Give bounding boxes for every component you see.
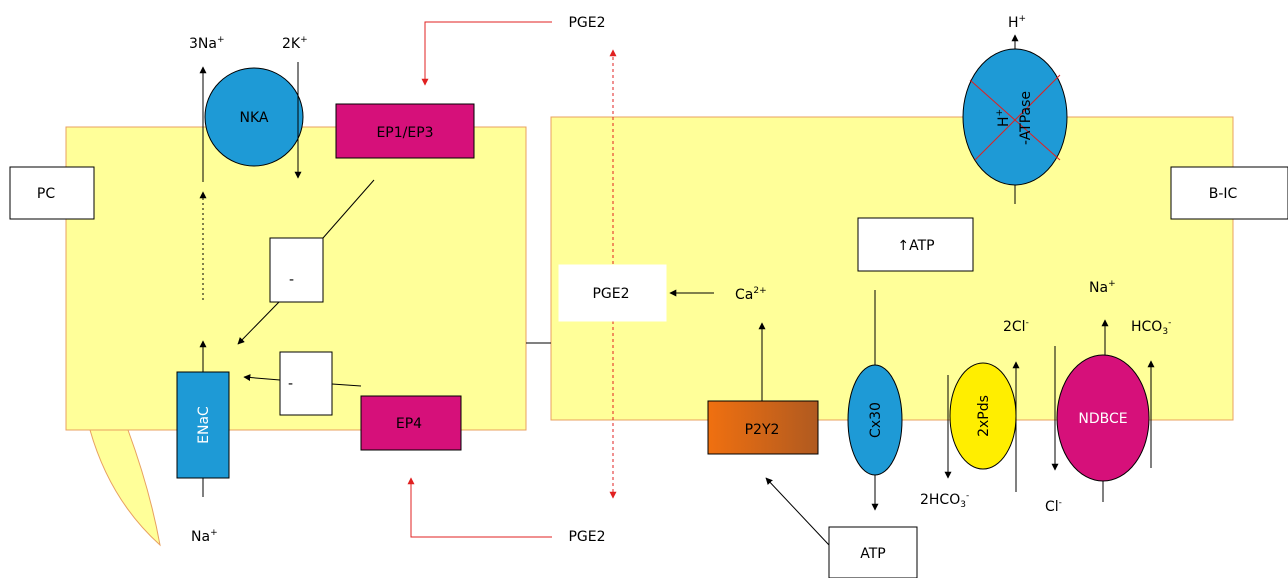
minus-label-1: - [289, 272, 294, 288]
h-out-label: H+ [1008, 14, 1026, 31]
atp-bottom-label: ATP [860, 546, 885, 562]
cx30-label: Cx30 [868, 402, 884, 438]
pge2-box-label: PGE2 [592, 286, 629, 302]
pge2-bottom-arrow [411, 478, 552, 537]
p2y2-label: P2Y2 [745, 422, 780, 438]
pge2-top-arrow [425, 22, 552, 85]
minus-label-2: - [288, 376, 293, 392]
ep1-ep3-label: EP1/EP3 [376, 125, 433, 141]
ndbce-label: NDBCE [1078, 411, 1127, 427]
atp-to-p2y2-arrow [766, 478, 829, 545]
h-atpase-label-rest: -ATPase [1018, 91, 1034, 145]
na-bottom-label: Na+ [191, 528, 218, 545]
nka-label: NKA [240, 110, 269, 126]
ep4-label: EP4 [396, 416, 422, 432]
cl-label: Cl- [1045, 498, 1062, 515]
pge2-top-label: PGE2 [568, 15, 605, 31]
pds-label: 2xPds [976, 395, 992, 437]
pc-cell-tail [90, 430, 160, 545]
minus-box-1 [270, 238, 323, 302]
h-atpase-pump [963, 49, 1067, 185]
pge2-bottom-label: PGE2 [568, 529, 605, 545]
twocl-label: 2Cl- [1003, 318, 1029, 335]
na-out-label: 3Na+ [189, 35, 225, 52]
bic-label: B-IC [1209, 186, 1238, 202]
k-in-label: 2K+ [282, 35, 308, 52]
atp-up-label: ↑ATP [897, 238, 934, 254]
pc-label: PC [37, 186, 55, 202]
enac-label: ENaC [196, 406, 212, 444]
twohco3-label: 2HCO3- [920, 491, 969, 510]
